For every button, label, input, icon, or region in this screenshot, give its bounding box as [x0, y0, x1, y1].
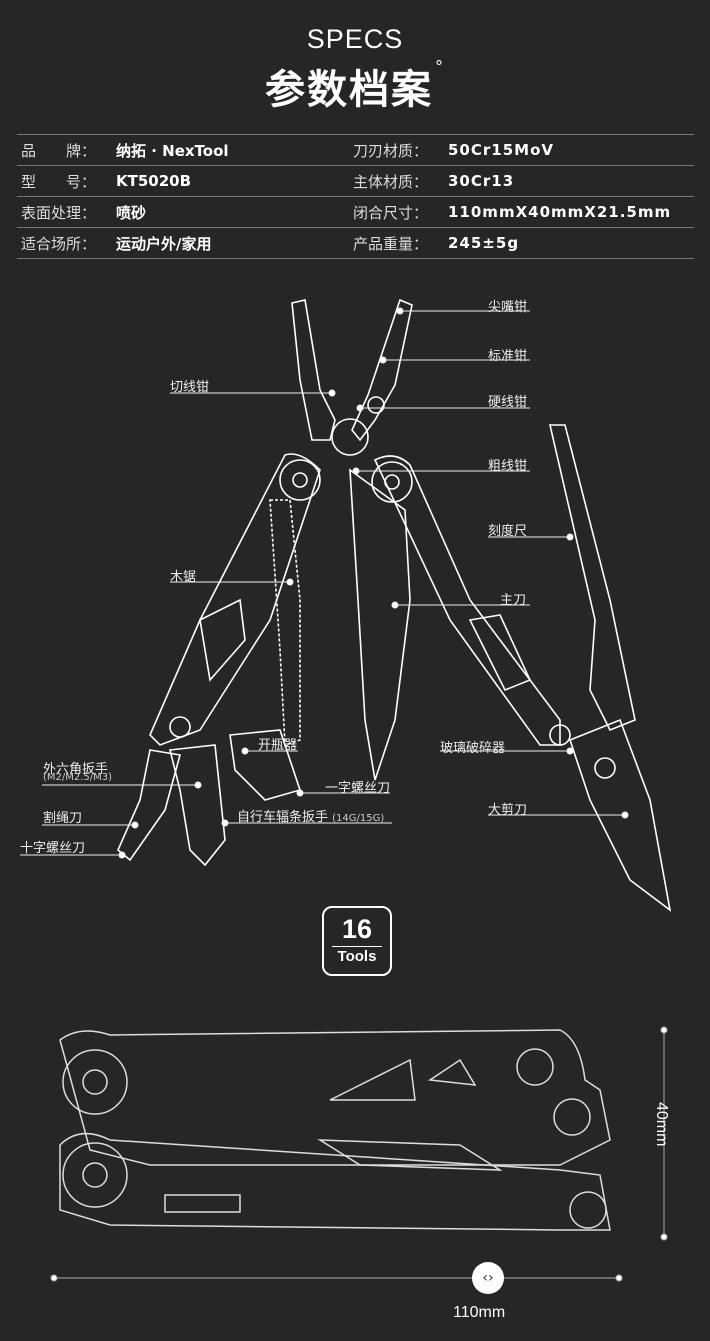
label-bottle-opener: 开瓶器	[258, 738, 298, 753]
spec-table: 品 牌： 纳拓 · NexTool 刀刃材质： 50Cr15MoV 型 号： K…	[17, 134, 694, 259]
spec-value: 喷砂	[116, 196, 353, 228]
tool-count: 16	[341, 914, 373, 944]
label-wire-cutter: 切线钳	[170, 380, 210, 395]
spec-value: 110mmX40mmX21.5mm	[448, 196, 694, 228]
label-spoke-wrench: 自行车辐条扳手 (14G/15G)	[237, 810, 385, 825]
title-cn: 参数档案°	[265, 57, 445, 113]
label-phillips: 十字螺丝刀	[20, 841, 86, 856]
spec-label: 适合场所：	[17, 227, 116, 259]
label-ruler: 刻度尺	[488, 524, 528, 539]
label-standard-pliers: 标准钳	[488, 349, 528, 364]
label-hard-wire: 硬线钳	[488, 395, 528, 410]
label-saw: 木锯	[170, 570, 197, 585]
tool-count-label: Tools	[337, 948, 377, 965]
spec-value: 245±5g	[448, 227, 694, 259]
height-dimension: 40mm	[653, 1102, 670, 1147]
label-spoke-sizes: (14G/15G)	[332, 813, 385, 824]
chevron-left-right-icon[interactable]: ‹›	[472, 1262, 504, 1294]
tool-count-badge: 16 Tools	[322, 906, 392, 976]
spec-row: 适合场所： 运动户外/家用 产品重量： 245±5g	[17, 227, 694, 259]
label-glass-breaker: 玻璃破碎器	[440, 741, 506, 756]
label-hex-sizes: (M2/M2.5/M3)	[43, 772, 113, 783]
spec-label: 品 牌：	[17, 134, 116, 166]
title-en: SPECS	[306, 24, 404, 54]
degree-mark: °	[435, 57, 445, 76]
length-dimension: 110mm	[453, 1304, 506, 1321]
label-rope-cutter: 割绳刀	[43, 811, 83, 826]
label-flat-screwdriver: 一字螺丝刀	[325, 781, 391, 796]
label-main-blade: 主刀	[500, 593, 527, 608]
spec-value: 纳拓 · NexTool	[116, 134, 353, 166]
page-header: SPECS 参数档案°	[0, 24, 710, 115]
spec-value: 30Cr13	[448, 165, 694, 197]
label-thick-wire: 粗线钳	[488, 459, 528, 474]
spec-label: 型 号：	[17, 165, 116, 197]
label-needle-nose: 尖嘴钳	[488, 300, 528, 315]
label-hex-wrench: 外六角扳手	[43, 762, 109, 777]
spec-value: 运动户外/家用	[116, 227, 353, 259]
badge-divider	[332, 946, 382, 947]
spec-label: 产品重量：	[353, 227, 448, 259]
label-scissors: 大剪刀	[488, 803, 528, 818]
